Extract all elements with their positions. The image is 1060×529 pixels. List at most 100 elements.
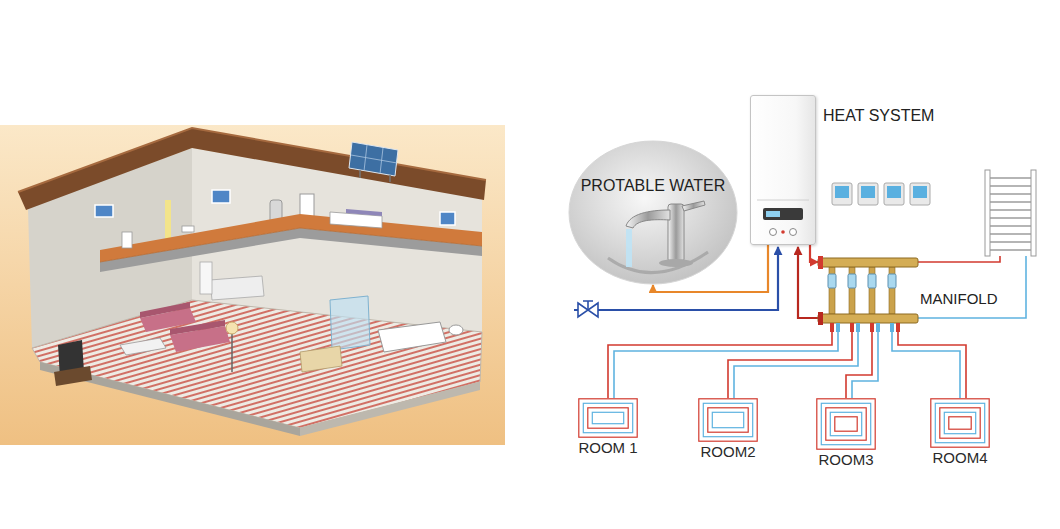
room-heating-loop: ROOM3 (808, 398, 884, 468)
manifold-symbol (848, 274, 856, 288)
solar-panel (360, 170, 390, 182)
manifold-symbol (868, 274, 876, 288)
bed (346, 209, 382, 216)
pipe-connector (846, 332, 872, 398)
faucet-picture (568, 140, 738, 285)
node-label: HEAT SYSTEM (823, 107, 934, 125)
floor-lamp (226, 322, 238, 334)
manifold-symbol (836, 323, 840, 332)
floor-coil (588, 408, 628, 428)
pipe-connector (728, 332, 852, 398)
house-illustration (0, 125, 505, 445)
return-pipe (798, 247, 818, 318)
manifold-symbol (830, 323, 834, 332)
floor-coil (944, 412, 975, 433)
towel-radiator (990, 178, 1031, 250)
illustration-background (0, 125, 505, 445)
manifold-symbol (828, 274, 836, 288)
manifold-symbol (818, 258, 918, 267)
node-label: PROTABLE WATER (581, 177, 726, 195)
solar-panel (349, 142, 398, 182)
radiator-return-pipe (918, 256, 1026, 318)
floor-coil (830, 412, 861, 435)
manifold-symbol (856, 323, 860, 332)
floor-coil (821, 403, 870, 444)
floor-coil (826, 408, 866, 440)
thermostat (835, 186, 849, 198)
boiler-panel (766, 211, 780, 217)
faucet-picture (682, 201, 705, 211)
shower (330, 296, 370, 350)
floor-coil (712, 412, 743, 427)
sofa (170, 320, 225, 335)
manifold-symbol (890, 323, 894, 332)
room-heating-loop: ROOM 1 (570, 398, 646, 456)
thermostat (832, 183, 852, 205)
floor-coil (703, 403, 752, 436)
window (440, 212, 455, 225)
valve-symbol (583, 301, 593, 310)
room-heating-loop: ROOM2 (690, 398, 766, 460)
manifold-symbol (876, 323, 880, 332)
thermostat (861, 186, 875, 198)
thermostat (887, 186, 901, 198)
boiler-panel (770, 229, 777, 236)
manifold-symbol (870, 323, 874, 332)
manifold-symbol (818, 256, 823, 269)
floor-coil (940, 408, 980, 438)
tv-stand (54, 366, 92, 386)
return-pipe (734, 332, 858, 398)
manifold-symbol (829, 267, 835, 314)
return-pipe (892, 332, 960, 398)
manifold-symbol (818, 312, 823, 325)
sofa (140, 302, 190, 318)
valve-symbol (578, 301, 598, 317)
upper-floor (100, 228, 482, 262)
pipe-connector (608, 332, 832, 398)
node-label: ROOM3 (816, 451, 875, 468)
manifold-symbol (849, 267, 855, 314)
potable-water-circle: PROTABLE WATER (568, 140, 738, 285)
sink (182, 226, 194, 232)
floor-coil (578, 398, 638, 438)
return-pipe (614, 332, 838, 398)
floor-lamp (226, 322, 238, 372)
faucet-picture (626, 210, 670, 228)
heated-floor (32, 300, 482, 428)
towel-radiator (1031, 170, 1036, 256)
manifold-symbol (869, 267, 875, 314)
room-heating-loop: ROOM4 (922, 398, 998, 466)
fridge (200, 262, 212, 294)
return-pipe (852, 332, 878, 398)
manifold-symbol (850, 323, 854, 332)
upper-floor (100, 228, 482, 272)
window (212, 190, 230, 203)
cabinet (300, 346, 342, 372)
floor-coil (935, 403, 984, 442)
floor-edge (40, 362, 300, 436)
floor-coil (579, 399, 637, 437)
boiler-panel (763, 208, 803, 220)
manifold-symbol (889, 267, 895, 314)
floor-coil (583, 403, 632, 432)
towel-radiator (985, 170, 1036, 256)
pipe-connector (810, 245, 818, 262)
thermostat (858, 183, 878, 205)
solar-panel (349, 142, 398, 176)
manifold-symbol (818, 250, 918, 332)
roof (18, 128, 486, 210)
floor-coil (708, 408, 748, 432)
floor-coil (835, 417, 857, 431)
toilet (122, 232, 132, 248)
thermostat (910, 183, 930, 205)
manifold-symbol (896, 323, 900, 332)
floor-coil (816, 398, 876, 450)
manifold-assembly: MANIFOLD (818, 250, 918, 332)
boiler-panel (790, 229, 797, 236)
towel-radiator (985, 170, 990, 256)
radiator-supply-pipe (918, 256, 1000, 262)
coffee-table (120, 338, 166, 355)
boiler-panel (757, 200, 809, 201)
manifold-symbol (818, 314, 918, 323)
kitchen-counter (210, 276, 264, 300)
